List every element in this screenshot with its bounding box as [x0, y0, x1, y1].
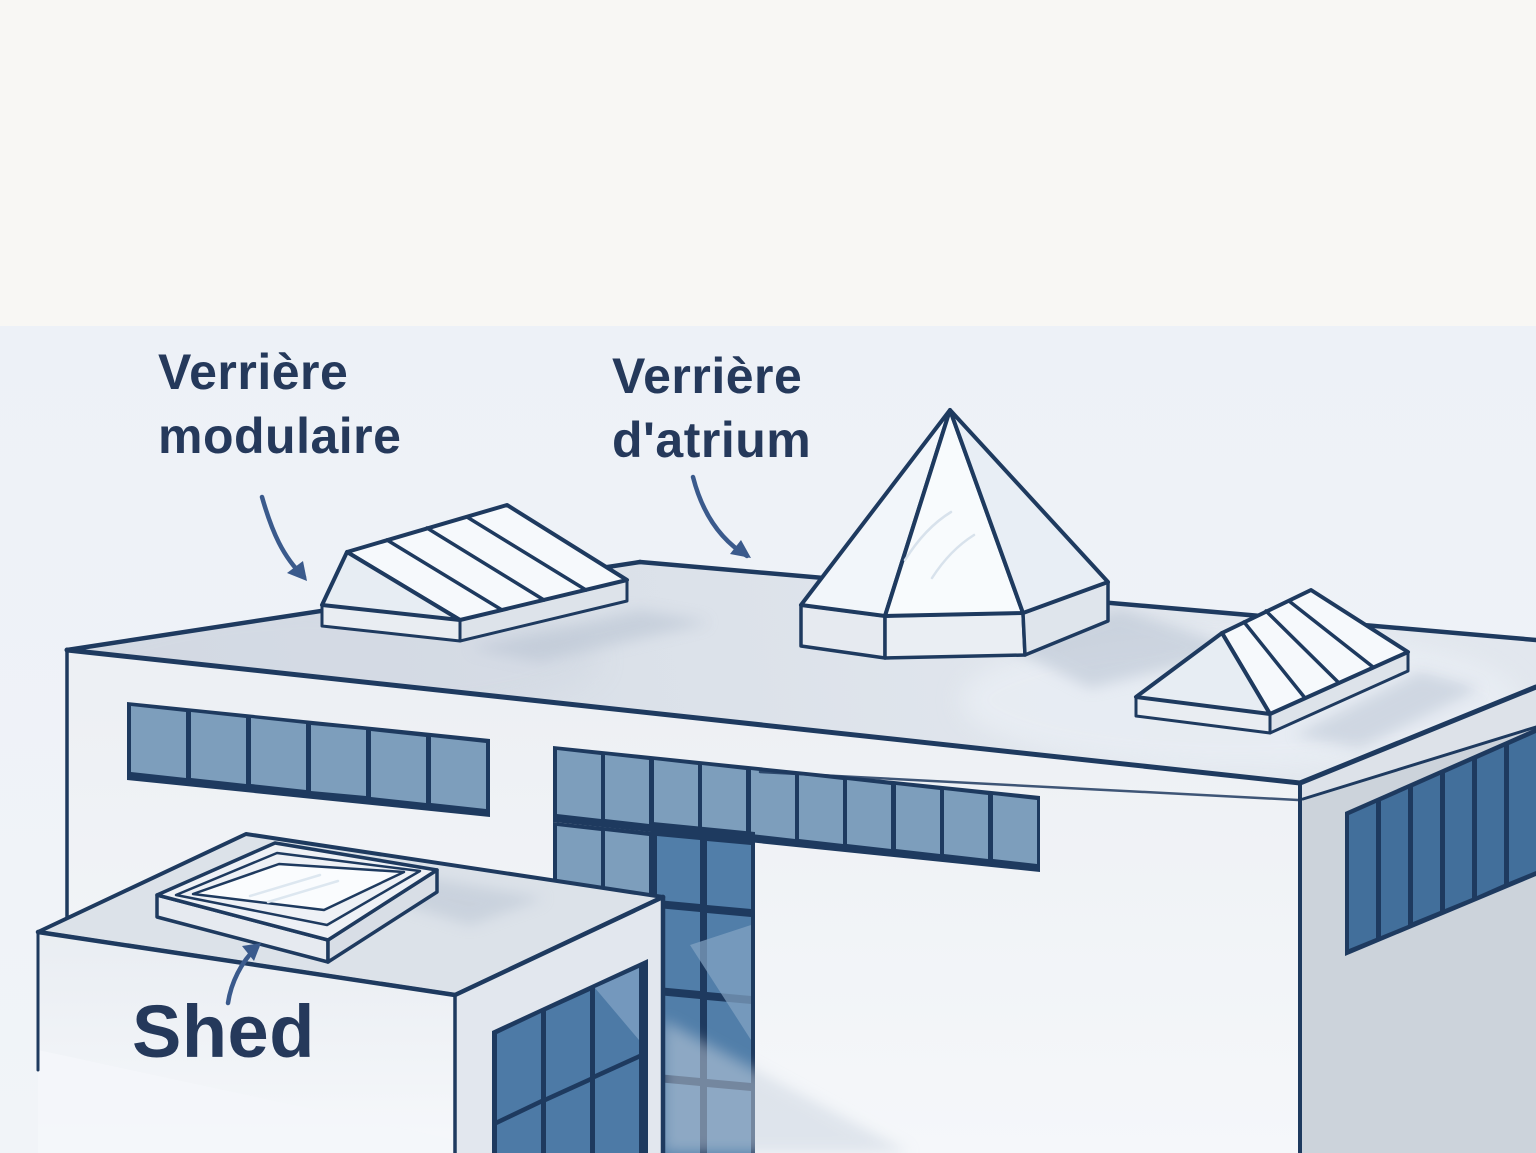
label-line: Verrière: [158, 344, 349, 400]
modular-skylight-shadow: [470, 610, 710, 662]
lower-building-outlines: [35, 894, 666, 1153]
modular-skylight: [320, 503, 629, 643]
label-line: d'atrium: [612, 412, 812, 468]
shed-skylight: [155, 841, 439, 964]
side-parapet-line: [1301, 725, 1536, 801]
corner-glass-grid: [492, 959, 648, 1153]
label-verriere-modulaire: Verrière modulaire: [158, 340, 401, 468]
glass-reflection-line: [903, 510, 953, 562]
glass-reflection: [690, 925, 751, 1040]
right-skylight-gable: [1134, 631, 1272, 716]
side-window-band: [1345, 728, 1536, 956]
tower-cast-shadow: [663, 1020, 910, 1153]
shed-arrow-head: [242, 943, 261, 961]
label-shed: Shed: [132, 994, 315, 1070]
label-line: Verrière: [612, 348, 803, 404]
left-window-band: [127, 702, 490, 817]
modular-skylight-gable: [320, 550, 462, 622]
front-parapet-line: [758, 770, 1300, 802]
pyramid-face-right: [948, 408, 1110, 615]
modular-arrow-head: [287, 561, 307, 581]
annotation-arrows: [225, 474, 751, 1006]
side-facade-parapet: [1300, 687, 1536, 799]
shed-glass: [191, 862, 406, 912]
central-window-band: [553, 746, 1040, 908]
lower-facade-light: [38, 1050, 455, 1153]
right-skylight-shadow: [1295, 672, 1480, 748]
glass-reflection: [595, 968, 639, 1040]
lower-building: [35, 832, 910, 1153]
atrium-arrow-head: [730, 540, 751, 558]
glass-reflection-line: [930, 533, 976, 580]
label-verriere-atrium: Verrière d'atrium: [612, 344, 811, 472]
sky-background: [0, 0, 1536, 334]
atrium-pyramid-skylight: [799, 408, 1110, 660]
label-line: modulaire: [158, 408, 402, 464]
right-modular-skylight: [1134, 588, 1410, 735]
label-line: Shed: [132, 990, 315, 1073]
